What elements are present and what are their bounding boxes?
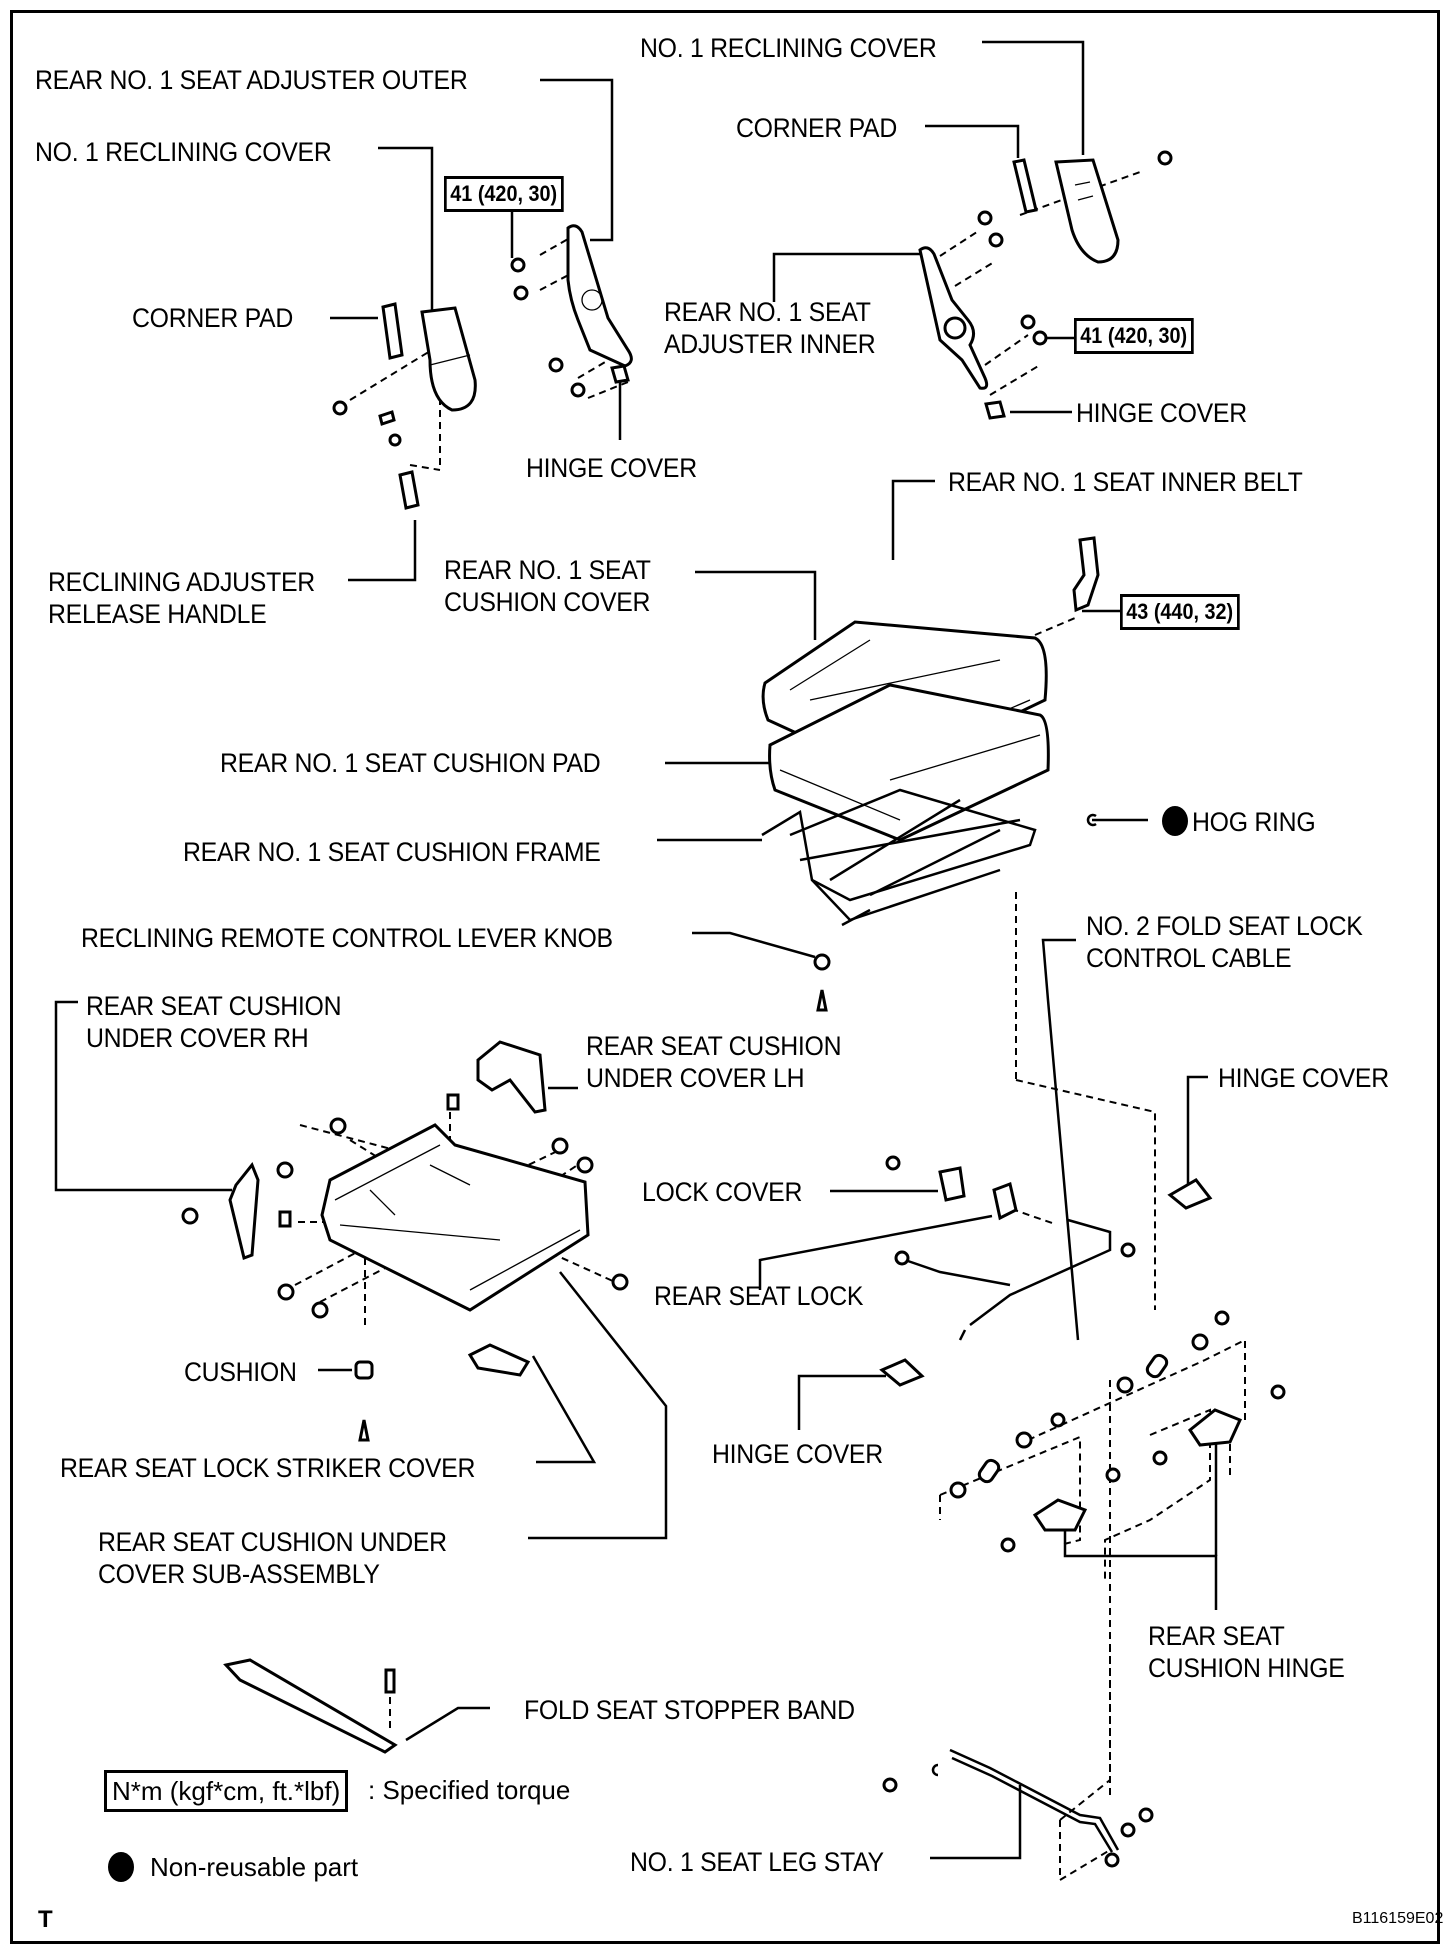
leader-release-handle: [348, 520, 417, 582]
label-fold-seat-stopper-band: FOLD SEAT STOPPER BAND: [524, 1695, 855, 1725]
legend-non-reusable-dot-icon: [108, 1852, 134, 1882]
label-rear-seat-cushion-under-cover-lh: REAR SEAT CUSHION UNDER COVER LH: [586, 1031, 842, 1093]
hinge-bushings-springs: [949, 1310, 1286, 1553]
leader-under-cover-sub: [528, 1271, 668, 1540]
label-rear-no1-seat-cushion-frame: REAR NO. 1 SEAT CUSHION FRAME: [183, 837, 601, 867]
label-corner-pad-left: CORNER PAD: [132, 303, 294, 333]
label-reclining-remote-control-lever-knob: RECLINING REMOTE CONTROL LEVER KNOB: [81, 923, 613, 953]
legend-non-reusable-text: Non-reusable part: [150, 1852, 359, 1882]
cushion-part: [354, 1360, 374, 1380]
stopper-band-part: [223, 1658, 398, 1754]
leader-leg-stay: [930, 1785, 1022, 1860]
leg-stay-part: [882, 1748, 1154, 1868]
label-no1-seat-leg-stay: NO. 1 SEAT LEG STAY: [630, 1847, 884, 1877]
label-rear-no1-seat-cushion-pad: REAR NO. 1 SEAT CUSHION PAD: [220, 748, 601, 778]
hog-ring-icon: [1086, 813, 1097, 827]
adjuster-outer-part: [566, 224, 633, 368]
adjuster-inner-part: [918, 246, 989, 390]
leader-rear-seat-lock: [758, 1214, 993, 1290]
legend-torque-description: : Specified torque: [368, 1775, 571, 1805]
label-no2-fold-seat-lock-control-cable: NO. 2 FOLD SEAT LOCK CONTROL CABLE: [1086, 911, 1363, 973]
torque-spec-adjuster-inner: 41 (420, 30): [1074, 318, 1194, 354]
torque-spec-inner-belt: 43 (440, 32): [1120, 594, 1240, 630]
leader-cushion-cover: [695, 570, 817, 640]
reclining-cover-left-part: [420, 306, 477, 412]
leader-striker-cover: [531, 1355, 597, 1464]
leader-reclining-cover-left: [378, 146, 434, 315]
diagram-frame: [10, 10, 1440, 1944]
striker-cover-part: [467, 1343, 531, 1377]
leader-adjuster-inner: [772, 252, 920, 302]
control-cable-part: [894, 1218, 1136, 1341]
label-rear-no1-seat-adjuster-outer: REAR NO. 1 SEAT ADJUSTER OUTER: [35, 65, 468, 95]
label-no1-reclining-cover-right: NO. 1 RECLINING COVER: [640, 33, 937, 63]
label-hinge-cover-top-right: HINGE COVER: [1076, 398, 1247, 428]
under-cover-rh-part: [228, 1162, 260, 1260]
rear-seat-lock-part: [992, 1181, 1018, 1221]
label-no1-reclining-cover-left: NO. 1 RECLINING COVER: [35, 137, 332, 167]
label-corner-pad-right: CORNER PAD: [736, 113, 898, 143]
leader-control-cable: [1041, 938, 1080, 1341]
leader-lever-knob: [692, 931, 816, 959]
lock-cover-part: [885, 1155, 966, 1202]
bolts-top-right: [977, 150, 1173, 346]
leader-lines: [54, 40, 1218, 1860]
cushion-hinge-parts: [1032, 1408, 1243, 1532]
hinge-cover-tr-part: [984, 400, 1006, 420]
leader-hinge-cover-lower: [797, 1374, 886, 1430]
cushion-frame-part: [761, 788, 1037, 927]
torque-spec-adjuster-outer: 41 (420, 30): [444, 176, 564, 212]
lever-knob-part: [813, 953, 831, 1012]
label-hinge-cover-mid-right: HINGE COVER: [1218, 1063, 1389, 1093]
figure-code: B116159E02: [1352, 1910, 1444, 1927]
label-rear-seat-cushion-hinge: REAR SEAT CUSHION HINGE: [1148, 1621, 1345, 1683]
leader-hinge-cover-mr: [1186, 1075, 1208, 1190]
label-rear-no1-seat-inner-belt: REAR NO. 1 SEAT INNER BELT: [948, 467, 1303, 497]
label-rear-no1-seat-adjuster-inner: REAR NO. 1 SEAT ADJUSTER INNER: [664, 297, 876, 359]
leader-reclining-cover-right: [982, 40, 1085, 155]
label-hinge-cover-top-left: HINGE COVER: [526, 453, 697, 483]
corner-mark: T: [38, 1906, 53, 1933]
release-handle-part: [398, 470, 420, 510]
label-hinge-cover-lower: HINGE COVER: [712, 1439, 883, 1469]
bolts-top-left: [332, 257, 586, 447]
label-rear-seat-lock: REAR SEAT LOCK: [654, 1281, 864, 1311]
leader-stopper-band: [405, 1706, 490, 1742]
hinge-cover-lower-part: [879, 1358, 925, 1387]
leader-under-cover-rh: [54, 1000, 232, 1192]
leader-cushion-hinge: [1063, 1528, 1218, 1610]
legend-torque-unit-box: N*m (kgf*cm, ft.*lbf): [104, 1770, 349, 1812]
under-cover-lh-part: [476, 1040, 547, 1114]
non-reusable-dot-icon: [1162, 806, 1188, 836]
leader-corner-pad-right: [925, 124, 1020, 158]
corner-pad-left-part: [381, 302, 404, 360]
label-rear-seat-cushion-under-cover-sub-assembly: REAR SEAT CUSHION UNDER COVER SUB-ASSEMB…: [98, 1527, 447, 1589]
leader-adjuster-outer: [540, 78, 614, 242]
bolts-under-cover: [181, 1093, 629, 1442]
reclining-cover-right-part: [1054, 158, 1120, 264]
label-hog-ring: HOG RING: [1192, 807, 1316, 837]
label-rear-no1-seat-cushion-cover: REAR NO. 1 SEAT CUSHION COVER: [444, 555, 651, 617]
label-rear-seat-lock-striker-cover: REAR SEAT LOCK STRIKER COVER: [60, 1453, 476, 1483]
hinge-cover-tl-part: [610, 364, 630, 384]
leader-inner-belt: [891, 479, 935, 560]
corner-pad-right-part: [1012, 158, 1038, 214]
label-lock-cover: LOCK COVER: [642, 1177, 803, 1207]
hinge-cover-mr-part: [1167, 1178, 1213, 1210]
label-cushion: CUSHION: [184, 1357, 297, 1387]
label-rear-seat-cushion-under-cover-rh: REAR SEAT CUSHION UNDER COVER RH: [86, 991, 342, 1053]
label-reclining-adjuster-release-handle: RECLINING ADJUSTER RELEASE HANDLE: [48, 567, 315, 629]
cushion-pad-part: [768, 683, 1050, 842]
under-cover-sub-assembly-part: [320, 1123, 590, 1312]
inner-belt-part: [1072, 536, 1100, 613]
